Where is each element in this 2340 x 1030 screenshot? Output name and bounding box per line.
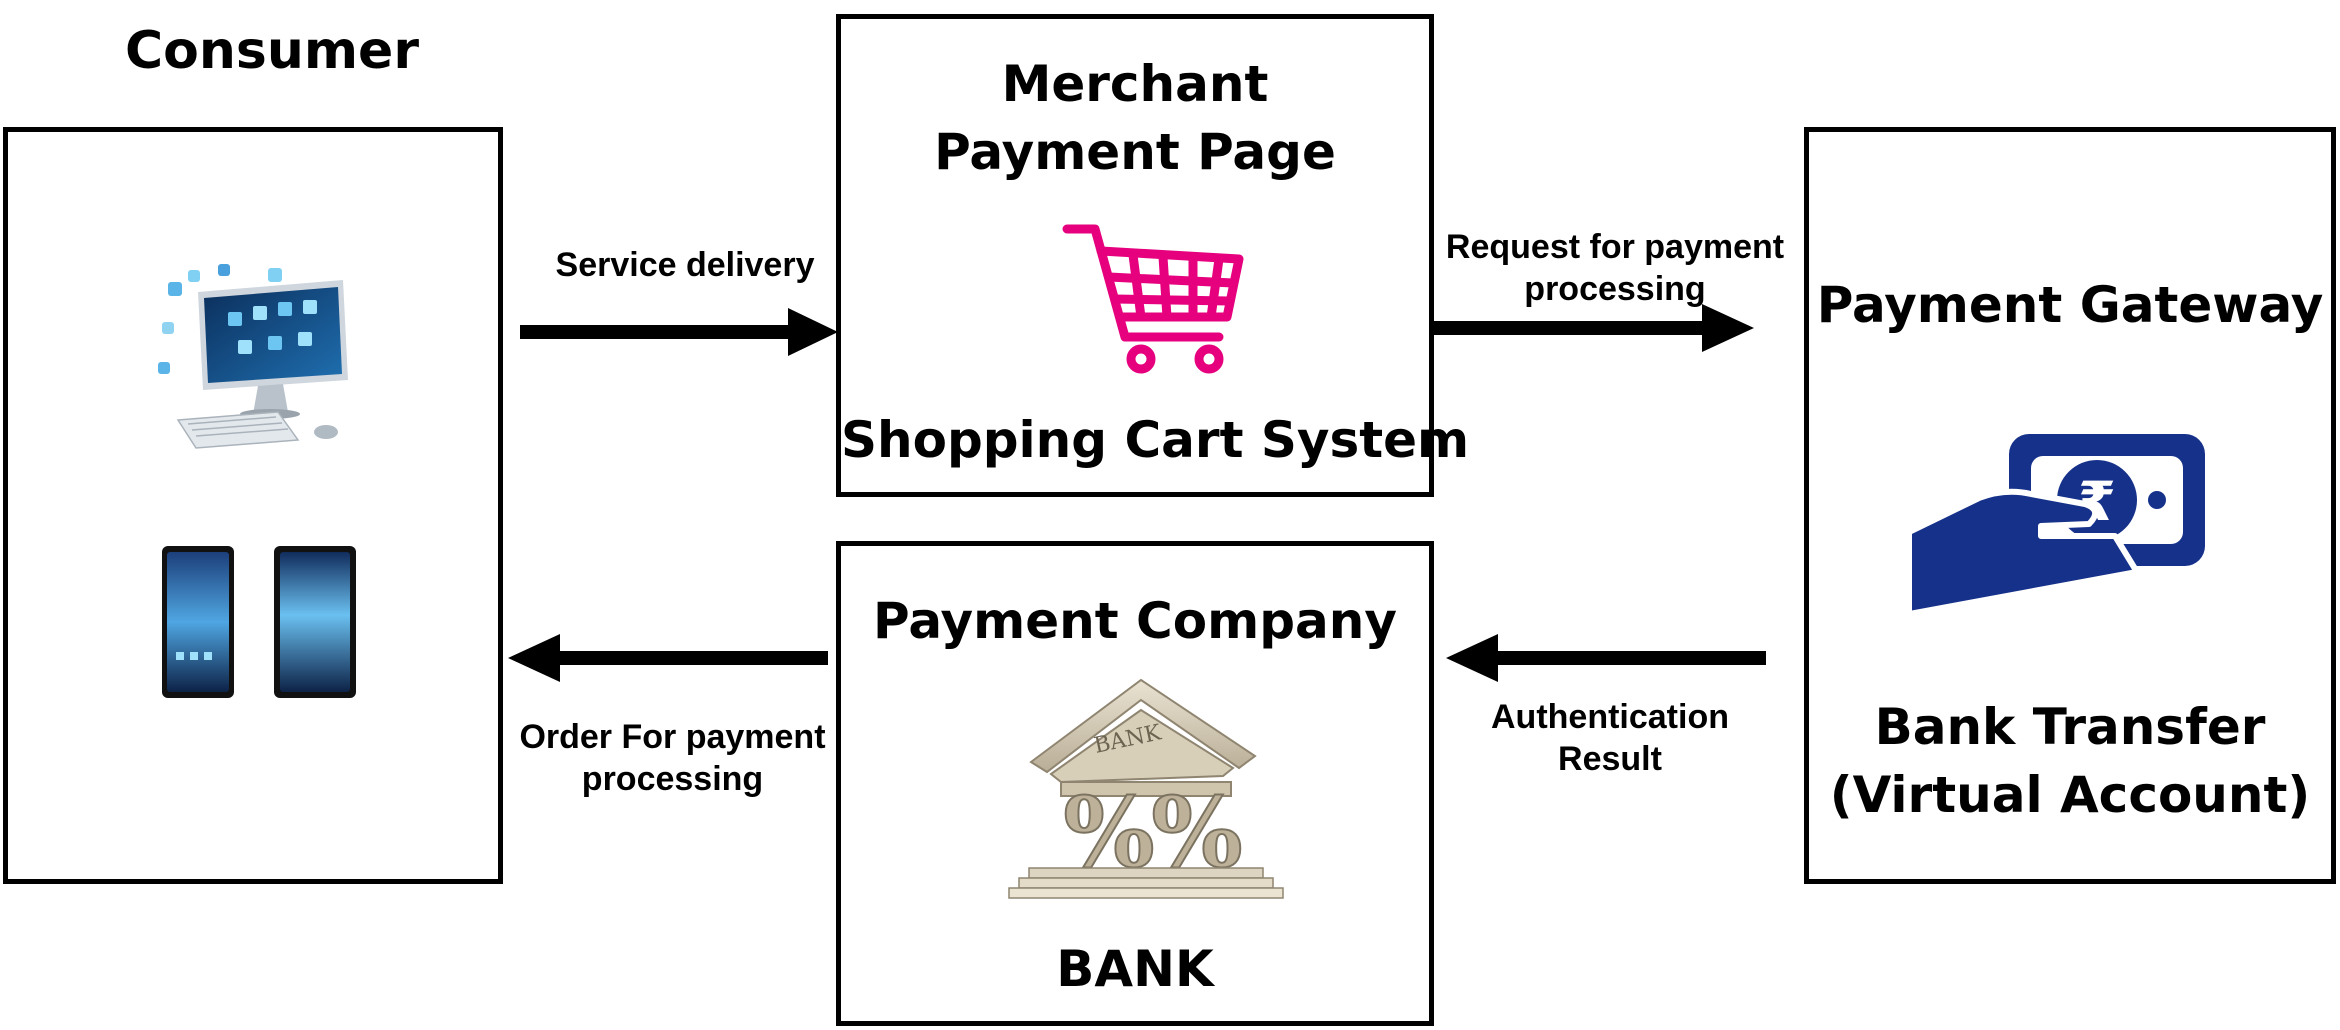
order-payment-label-line1: Order For payment — [519, 718, 826, 756]
shopping-cart-icon — [1061, 219, 1251, 379]
arrow-company-to-consumer — [508, 632, 830, 684]
payment-company-title: Payment Company — [873, 592, 1397, 650]
mobile-phone-icon — [158, 542, 238, 702]
authentication-result-label-line1: Authentication — [1491, 698, 1729, 736]
arrow-gateway-to-company — [1446, 632, 1768, 684]
request-payment-label-line1: Request for payment — [1445, 228, 1785, 266]
arrow-merchant-to-gateway — [1434, 302, 1756, 354]
request-payment-label-line2: processing — [1524, 270, 1706, 308]
bank-transfer-line2: (Virtual Account) — [1829, 766, 2311, 824]
merchant-title-line1: Merchant — [1001, 55, 1269, 113]
consumer-box — [3, 127, 503, 884]
payment-company-box: Payment Company BANK % % BANK — [836, 541, 1434, 1026]
bank-label: BANK — [1056, 940, 1214, 998]
merchant-title-line2: Payment Page — [934, 123, 1336, 181]
consumer-heading: Consumer — [125, 21, 419, 81]
cash-payment-icon: ₹ — [1909, 432, 2209, 617]
tablet-icon — [270, 542, 360, 702]
payment-gateway-title: Payment Gateway — [1816, 276, 2324, 334]
bank-transfer-line1: Bank Transfer — [1874, 698, 2266, 756]
service-delivery-label: Service delivery — [555, 246, 815, 284]
payment-gateway-box: Payment Gateway ₹ Bank Transfer (Virtual… — [1804, 127, 2336, 884]
merchant-payment-page-box: Merchant Payment Page Shopping Cart Syst… — [836, 14, 1470, 497]
order-payment-label-line2: processing — [581, 760, 764, 798]
arrow-consumer-to-merchant — [520, 306, 840, 358]
shopping-cart-system-label: Shopping Cart System — [841, 411, 1470, 469]
authentication-result-label-line2: Result — [1558, 740, 1662, 778]
bank-building-icon: BANK % % — [1001, 676, 1291, 901]
desktop-computer-icon — [158, 262, 358, 452]
